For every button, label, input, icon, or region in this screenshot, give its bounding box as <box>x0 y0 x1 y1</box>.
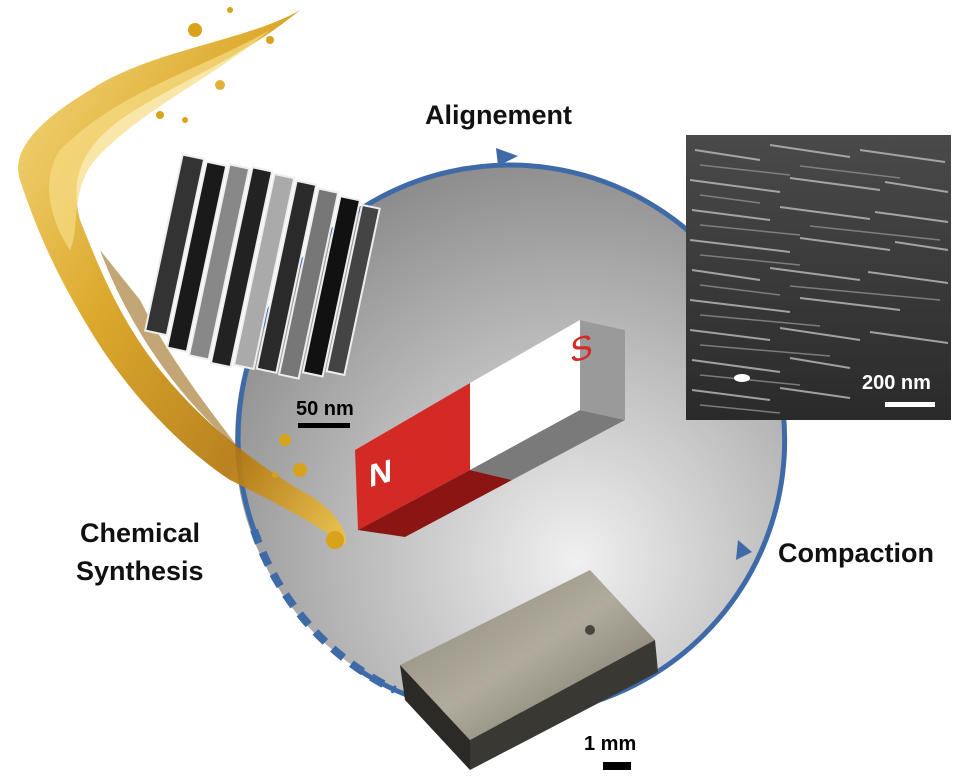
sem-scale-label: 200 nm <box>862 372 931 394</box>
compaction-step-label: Compaction <box>778 538 935 568</box>
synthesis-step-label-line2: Synthesis <box>76 556 204 586</box>
synthesis-step-label-line1: Chemical <box>80 518 201 548</box>
compaction-arrow-icon <box>736 540 752 560</box>
tem-nanorods-image <box>144 153 381 380</box>
sem-scale-bar <box>885 402 935 407</box>
bar-magnet-icon <box>355 320 625 537</box>
cycle-ring-dashed <box>250 528 397 694</box>
tem-scale-bar <box>298 423 350 428</box>
alignment-arrow-icon <box>496 148 518 166</box>
bulk-magnet-block-icon <box>400 570 658 770</box>
magnet-south-label: S <box>570 326 593 372</box>
liquid-splash-icon <box>18 7 346 549</box>
magnet-north-label: N <box>369 451 393 495</box>
sem-aligned-rods-image <box>686 135 951 420</box>
bulk-scale-bar <box>603 762 631 770</box>
bulk-scale-label: 1 mm <box>584 733 637 755</box>
tem-scale-label: 50 nm <box>296 398 354 420</box>
alignment-step-label: Alignement <box>425 100 573 130</box>
